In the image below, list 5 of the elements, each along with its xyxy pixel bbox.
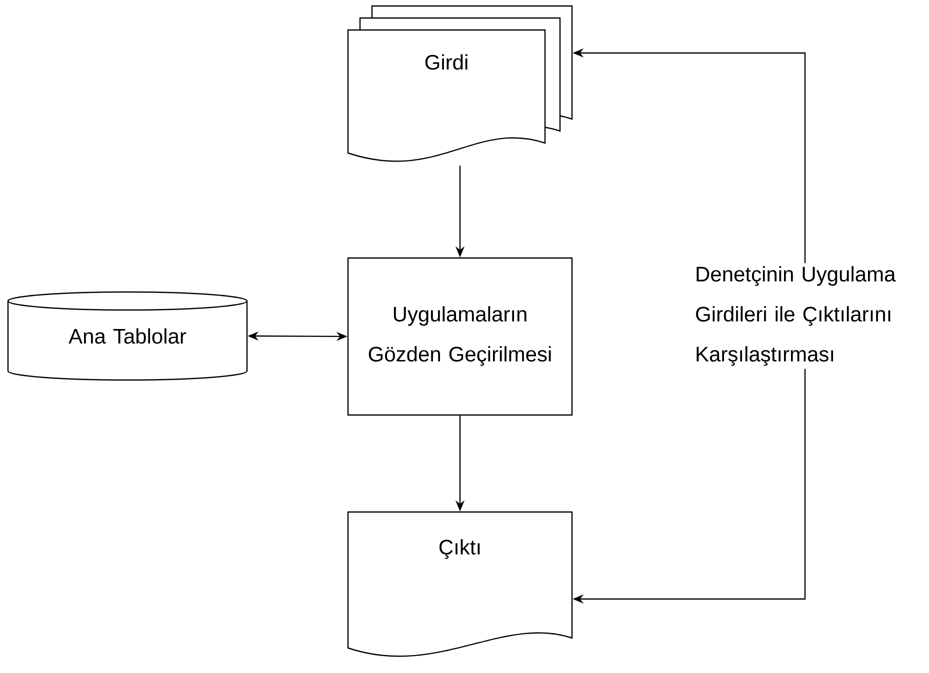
node-label: Ana Tablolar — [68, 328, 186, 344]
edge-label: Denetçinin Uygulama Girdileri ile Çıktılarını Karşılaştırması — [692, 263, 929, 369]
document-stack: Girdi — [347, 5, 573, 162]
database-cylinder: Ana Tablolar — [7, 291, 248, 381]
process-box: Uygulamaların Gözden Geçirilmesi — [347, 257, 573, 416]
